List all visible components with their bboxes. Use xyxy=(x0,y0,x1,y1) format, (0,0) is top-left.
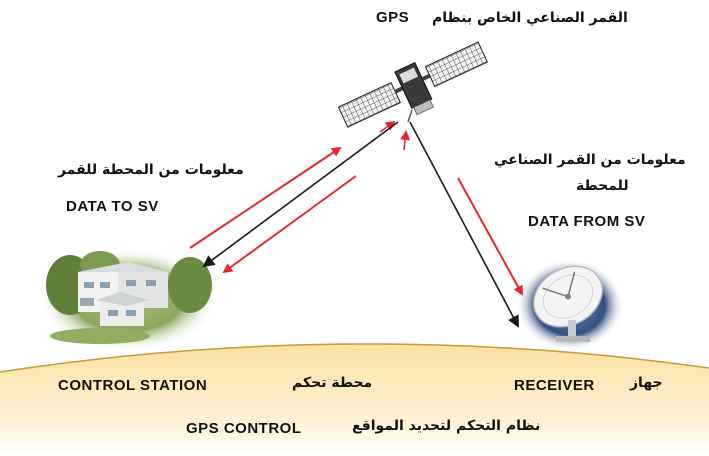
satellite-title-gps: GPS xyxy=(376,9,409,26)
gps-control-label-en: GPS CONTROL xyxy=(186,420,302,437)
gps-control-label-ar: نظام التحكم لتحديد المواقع xyxy=(352,418,540,434)
receiver-dish-image xyxy=(516,254,624,351)
receiver-label-en: RECEIVER xyxy=(514,377,595,394)
data-from-sv-arrow xyxy=(458,178,522,294)
uplink-label-ar: معلومات من المحطة للقمر xyxy=(58,162,244,178)
control-station-image xyxy=(38,248,218,352)
satellite-title-ar: القمر الصناعي الخاص بنظام xyxy=(432,10,628,26)
downlink-to-station-arrow xyxy=(224,176,356,272)
downlink-label-ar-line1: معلومات من القمر الصناعي xyxy=(494,152,686,168)
control-station-label-ar: محطة تحكم xyxy=(292,375,372,391)
downlink-label-ar-line2: للمحطة xyxy=(576,178,629,194)
receiver-label-ar: جهاز xyxy=(630,375,663,391)
satellite-to-station-black-arrow xyxy=(204,122,398,266)
control-station-label-en: CONTROL STATION xyxy=(58,377,207,394)
downlink-label-en: DATA FROM SV xyxy=(528,213,645,230)
uplink-label-en: DATA TO SV xyxy=(66,198,159,215)
solar-panel-left xyxy=(338,83,400,127)
solar-panel-right xyxy=(425,42,487,86)
earth-surface xyxy=(0,344,709,456)
